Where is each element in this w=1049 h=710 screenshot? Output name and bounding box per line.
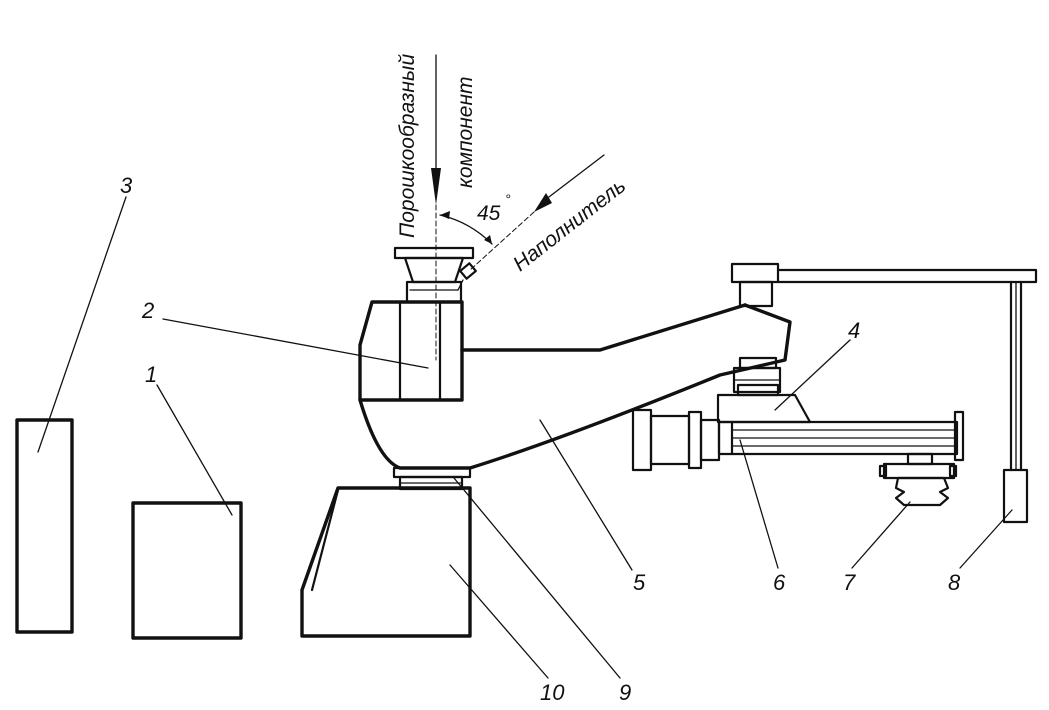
callout-10: 10 xyxy=(540,680,565,705)
powder-label-line2: компонент xyxy=(454,76,477,188)
angle-arc xyxy=(439,211,493,245)
callout-7: 7 xyxy=(843,570,856,595)
joint-9 xyxy=(392,466,472,491)
degree-sign: ° xyxy=(505,191,511,207)
callout-2: 2 xyxy=(141,298,154,323)
powder-arrow xyxy=(431,54,441,361)
leader-lines xyxy=(37,196,1013,679)
callout-3: 3 xyxy=(120,173,133,198)
callout-1: 1 xyxy=(145,362,157,387)
callout-9: 9 xyxy=(619,680,631,705)
callout-8: 8 xyxy=(948,570,961,595)
head-2 xyxy=(358,246,475,402)
block-3 xyxy=(15,418,74,634)
tool-7 xyxy=(878,452,958,507)
callout-5: 5 xyxy=(633,570,646,595)
powder-label-line1: Порошкообразный xyxy=(396,54,419,238)
rails-6 xyxy=(631,408,965,472)
block-1 xyxy=(131,501,243,640)
angle-label: 45 xyxy=(477,202,501,225)
top-beam xyxy=(776,268,1038,472)
arm-5 xyxy=(358,262,792,470)
base-10 xyxy=(300,486,472,638)
callout-4: 4 xyxy=(848,318,860,343)
weight-8 xyxy=(1002,468,1029,524)
filler-label: Наполнитель xyxy=(509,174,630,276)
callout-6: 6 xyxy=(773,570,786,595)
filler-arrow xyxy=(457,154,605,291)
